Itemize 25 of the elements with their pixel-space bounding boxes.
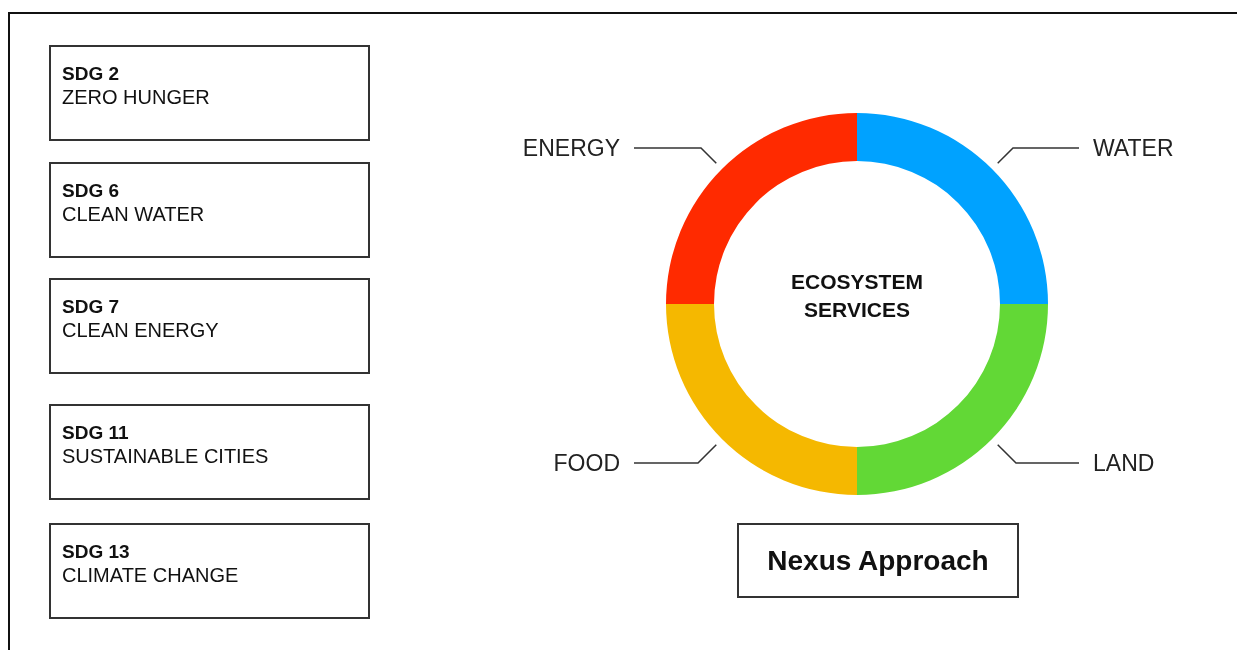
goal-box <box>49 45 370 141</box>
segment-label: ENERGY <box>522 134 620 162</box>
goal-number: SDG 11 <box>62 422 130 444</box>
goal-title: SUSTAINABLE CITIES <box>62 444 270 468</box>
goal-box <box>49 523 370 619</box>
leader-line <box>633 443 718 464</box>
goal-number: SDG 7 <box>62 296 121 318</box>
goal-title: CLEAN WATER <box>62 202 206 226</box>
leader-line <box>633 147 718 165</box>
title-box: Nexus Approach <box>737 523 1019 598</box>
goal-title: CLEAN ENERGY <box>62 318 220 342</box>
leader-line <box>996 443 1080 464</box>
center-label: ECOSYSTEM SERVICES <box>757 268 957 324</box>
goal-number: SDG 6 <box>62 180 121 202</box>
goal-title: ZERO HUNGER <box>62 85 211 109</box>
goal-box <box>49 404 370 500</box>
segment-label: WATER <box>1093 134 1174 162</box>
segment-label: FOOD <box>553 449 620 477</box>
goal-box <box>49 162 370 258</box>
goal-number: SDG 13 <box>62 541 131 563</box>
goal-box <box>49 278 370 374</box>
goal-title: CLIMATE CHANGE <box>62 563 240 587</box>
goal-number: SDG 2 <box>62 63 121 85</box>
segment-label: LAND <box>1093 449 1155 477</box>
leader-line <box>996 147 1080 165</box>
